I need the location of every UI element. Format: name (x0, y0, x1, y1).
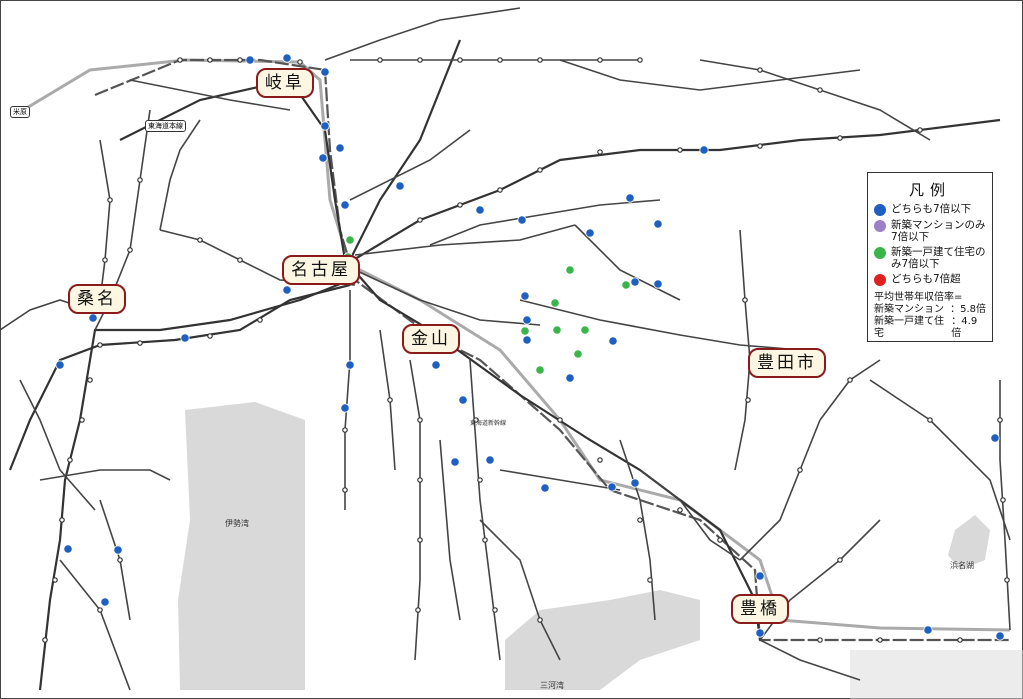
subway-higashiyama (354, 224, 576, 256)
mikawa-line (734, 229, 751, 471)
stat-label: 新築マンション (874, 304, 944, 315)
city-label-kanayama: 金山 (402, 324, 460, 354)
stat-row-house: 新築一戸建て住宅 ：4.9倍 (874, 316, 992, 340)
legend-item-neither: どちらも7倍超 (874, 273, 992, 286)
meitetsu-hiromi-east (699, 59, 931, 141)
ise-bay-water (178, 402, 305, 690)
meitetsu-nishio-line (619, 439, 656, 621)
legend: 凡例 どちらも7倍以下 新築マンションのみ7倍以下 新築一戸建て住宅のみ7倍以下… (867, 172, 993, 342)
subway-tsurumai (354, 269, 541, 326)
stat-row-mansion: 新築マンション ：5.8倍 (874, 304, 992, 316)
stat-label: 新築一戸建て住宅 (874, 316, 944, 339)
shinshiro-line (819, 359, 881, 421)
takayama-line (324, 7, 521, 61)
taketoyo-line (439, 439, 461, 621)
city-label-toyohashi: 豊橋 (731, 594, 789, 624)
kowa-line (469, 359, 501, 661)
meitetsu-seto-line (429, 199, 661, 246)
sangi-line (19, 379, 96, 511)
mikawa-bay-water (505, 590, 700, 690)
legend-item-label: どちらも7倍超 (891, 273, 961, 285)
tokaido-line-box: 東海道本線 (145, 120, 186, 132)
purple-dot-icon (874, 220, 886, 232)
enshu-line (999, 380, 1011, 631)
tokoname-line (409, 359, 421, 661)
green-dot-icon (874, 247, 886, 259)
stat-value: ：4.9倍 (951, 316, 978, 339)
tokaido-line (94, 58, 1010, 642)
legend-item-mansion: 新築マンションのみ7倍以下 (874, 219, 992, 243)
shinkansen-label: 東海道新幹線 (470, 420, 507, 427)
maibara-box: 米原 (10, 106, 30, 118)
gamagori-line (639, 469, 741, 561)
gifu-line-west (129, 79, 291, 111)
legend-item-label: 新築一戸建て住宅のみ7倍以下 (891, 246, 986, 270)
meitetsu-bisai-line (159, 119, 201, 231)
ise-bay-label: 伊勢湾 (225, 519, 249, 528)
chita-new-line (479, 519, 561, 661)
city-label-toyota: 豊田市 (748, 348, 826, 378)
meitetsu-inuyama-line (349, 39, 462, 261)
linimo-line (574, 224, 681, 301)
city-label-gifu: 岐阜 (256, 68, 314, 98)
toyohashi-tetsudo (759, 639, 861, 681)
tokaido-meitetsu-toyokawa (739, 419, 821, 561)
legend-item-both: どちらも7倍以下 (874, 203, 992, 216)
hamanako-water (948, 515, 990, 570)
chuo-line (344, 118, 1001, 266)
toyota-line (519, 299, 801, 351)
mikawa-bay-line (499, 469, 621, 491)
yokkaichi-branch (39, 469, 171, 481)
legend-title: 凡例 (908, 181, 951, 199)
aonami-line (344, 290, 351, 510)
blue-stations (55, 53, 1005, 641)
city-label-kuwana: 桑名 (68, 284, 126, 314)
hamanako-label: 浜名湖 (950, 561, 974, 570)
kintetsu-nagoya-line (38, 278, 351, 691)
tenryu-hamanako (869, 379, 1011, 541)
legend-item-house: 新築一戸建て住宅のみ7倍以下 (874, 246, 992, 270)
shinkansen-line (19, 58, 1011, 632)
mikawa-bay-label: 三河湾 (540, 681, 564, 690)
stat-value: ：5.8倍 (950, 304, 986, 315)
red-dot-icon (874, 274, 886, 286)
city-label-nagoya: 名古屋 (282, 255, 360, 285)
legend-stats: 平均世帯年収倍率= 新築マンション ：5.8倍 新築一戸建て住宅 ：4.9倍 (874, 292, 992, 340)
stats-title: 平均世帯年収倍率= (874, 292, 963, 303)
hokuriku-line-north (99, 139, 111, 301)
legend-item-label: どちらも7倍以下 (891, 203, 972, 215)
blue-dot-icon (874, 204, 886, 216)
sea-south (850, 650, 1023, 699)
ise-line (59, 559, 131, 691)
regular-stations (42, 57, 1010, 643)
legend-item-label: 新築マンションのみ7倍以下 (891, 219, 986, 243)
meitetsu-komaki-line (349, 129, 471, 201)
taita-line (559, 59, 861, 91)
